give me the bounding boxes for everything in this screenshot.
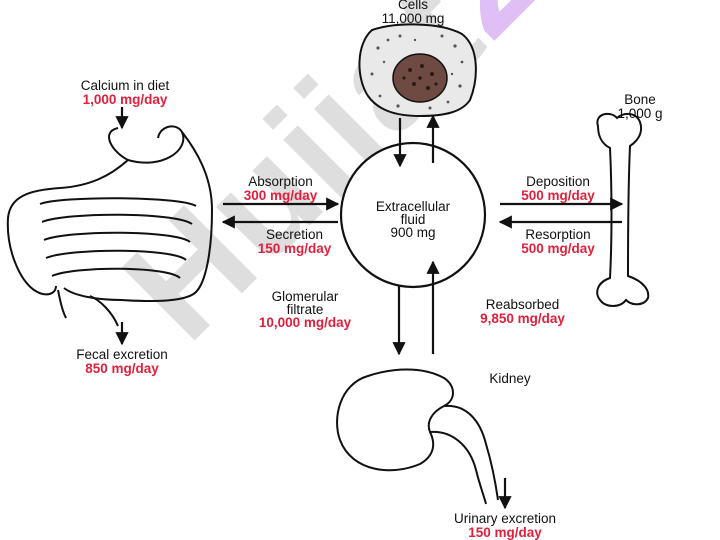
- urinary-value: 150 mg/day: [468, 525, 542, 540]
- deposition-label: Deposition 500 mg/day: [488, 175, 628, 203]
- glomerular-text-line1: Glomerular: [271, 289, 339, 304]
- glomerular-value: 10,000 mg/day: [258, 315, 352, 330]
- cell-icon: [358, 23, 477, 118]
- absorption-text: Absorption: [248, 174, 313, 189]
- resorption-label: Resorption 500 mg/day: [488, 228, 628, 256]
- fecal-text: Fecal excretion: [76, 347, 168, 362]
- reabsorbed-text: Reabsorbed: [485, 297, 560, 312]
- secretion-label: Secretion 150 mg/day: [227, 228, 362, 256]
- kidney-icon: [336, 368, 499, 505]
- ecf-title-line2: fluid: [400, 212, 426, 227]
- ecf-amount: 900 mg: [390, 225, 436, 240]
- diet-label: Calcium in diet 1,000 mg/day: [45, 79, 205, 107]
- kidney-label: Kidney: [465, 372, 555, 386]
- glomerular-text-line2: filtrate: [286, 302, 324, 317]
- cells-title: Cells: [397, 0, 428, 12]
- diet-value: 1,000 mg/day: [82, 92, 168, 107]
- bone-amount: 1,000 g: [617, 106, 663, 121]
- bone-title: Bone: [624, 92, 656, 107]
- resorption-value: 500 mg/day: [521, 241, 595, 256]
- glomerular-filtrate-label: Glomerular filtrate 10,000 mg/day: [220, 289, 390, 330]
- deposition-value: 500 mg/day: [521, 188, 595, 203]
- cells-label: Cells 11,000 mg: [348, 0, 478, 26]
- extracellular-fluid-label: Extracellular fluid 900 mg: [343, 199, 483, 240]
- absorption-label: Absorption 300 mg/day: [213, 175, 348, 203]
- diet-text: Calcium in diet: [80, 78, 170, 93]
- urinary-excretion-label: Urinary excretion 150 mg/day: [405, 512, 605, 540]
- secretion-value: 150 mg/day: [257, 241, 332, 256]
- reabsorbed-value: 9,850 mg/day: [480, 311, 565, 326]
- secretion-text: Secretion: [265, 227, 324, 242]
- fecal-value: 850 mg/day: [85, 361, 159, 376]
- cells-amount: 11,000 mg: [381, 11, 445, 26]
- deposition-text: Deposition: [526, 174, 590, 189]
- intestine-icon: [6, 125, 214, 327]
- kidney-title: Kidney: [489, 371, 531, 386]
- bone-label: Bone 1,000 g: [585, 93, 695, 121]
- ecf-title-line1: Extracellular: [375, 199, 451, 214]
- absorption-value: 300 mg/day: [243, 188, 318, 203]
- fecal-excretion-label: Fecal excretion 850 mg/day: [37, 348, 207, 376]
- bone-icon: [596, 112, 650, 307]
- extracellular-fluid-circle: [339, 141, 487, 289]
- urinary-text: Urinary excretion: [453, 511, 557, 526]
- reabsorbed-label: Reabsorbed 9,850 mg/day: [440, 298, 605, 326]
- resorption-text: Resorption: [525, 227, 591, 242]
